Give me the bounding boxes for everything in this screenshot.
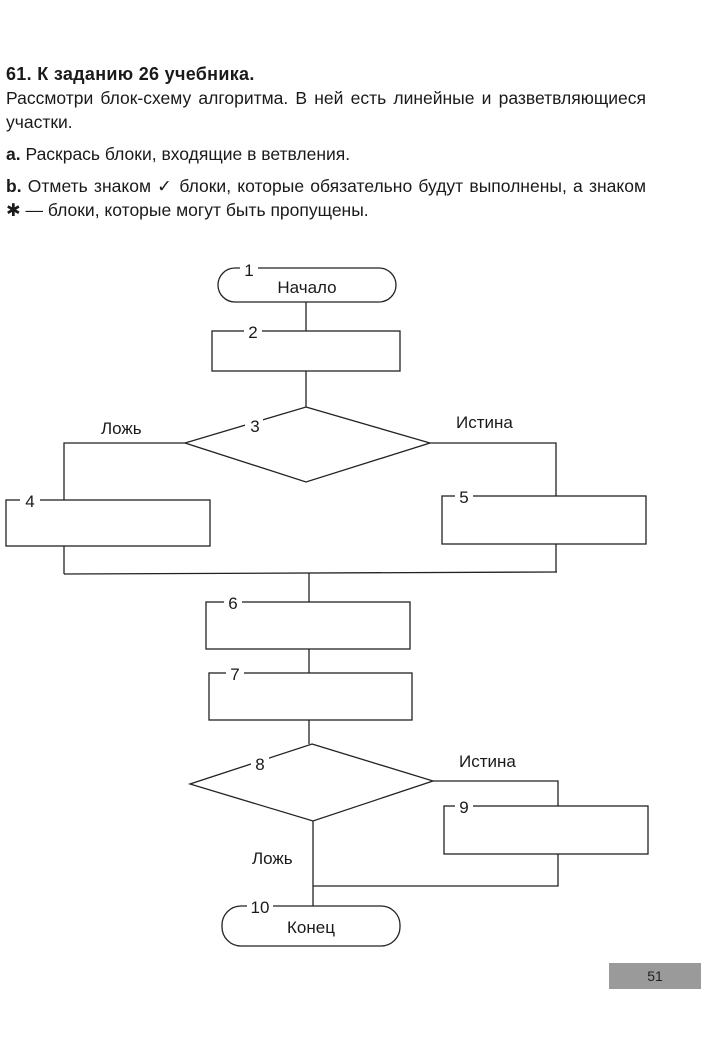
block-1-label: Начало [277,278,336,297]
block-6-number: 6 [228,594,237,613]
subtask-b-label: b. [6,176,22,196]
connector-3-5 [430,442,557,496]
block-5 [441,495,647,545]
decision-3-true-label: Истина [456,413,513,432]
merge-line-2 [313,854,559,887]
subtask-a-label: a. [6,144,21,164]
block-9-number: 9 [459,798,468,817]
block-9 [443,805,649,855]
decision-8-true-label: Истина [459,752,516,771]
decision-3-false-label: Ложь [101,419,142,438]
block-5-number: 5 [459,488,468,507]
block-2-number: 2 [248,323,257,342]
block-6 [205,601,411,650]
block-10-end [221,905,401,947]
subtask-a-text: Раскрась блоки, входящие в ветвления. [25,144,351,164]
task-number: 61. [6,64,32,84]
merge-line-1 [63,571,558,575]
task-title: К заданию 26 учебника. [37,64,255,84]
connector-3-4 [63,442,185,500]
subtask-b-text: Отметь знаком ✓ блоки, которые обязатель… [6,176,646,220]
task-text: 61. К заданию 26 учебника. Рассмотри бло… [6,62,646,222]
block-10-number: 10 [251,898,270,917]
block-3-decision [182,406,433,483]
task-heading: 61. К заданию 26 учебника. [6,62,646,86]
block-8-number: 8 [255,755,264,774]
connector-8-9 [433,780,559,806]
block-2 [211,330,401,372]
block-8-decision [187,743,436,822]
page-number: 51 [609,963,701,989]
block-7 [208,672,413,721]
block-10-label: Конец [287,918,335,937]
task-intro: Рассмотри блок-схему алгоритма. В ней ес… [6,88,646,132]
block-1-start [217,267,397,303]
decision-8-false-label: Ложь [252,849,293,868]
block-4-number: 4 [25,492,34,511]
block-4 [5,499,211,547]
subtask-b: b. Отметь знаком ✓ блоки, которые обязат… [6,174,646,222]
block-3-number: 3 [250,417,259,436]
block-7-number: 7 [230,665,239,684]
subtask-a: a. Раскрась блоки, входящие в ветвления. [6,142,646,166]
block-1-number: 1 [244,261,253,280]
